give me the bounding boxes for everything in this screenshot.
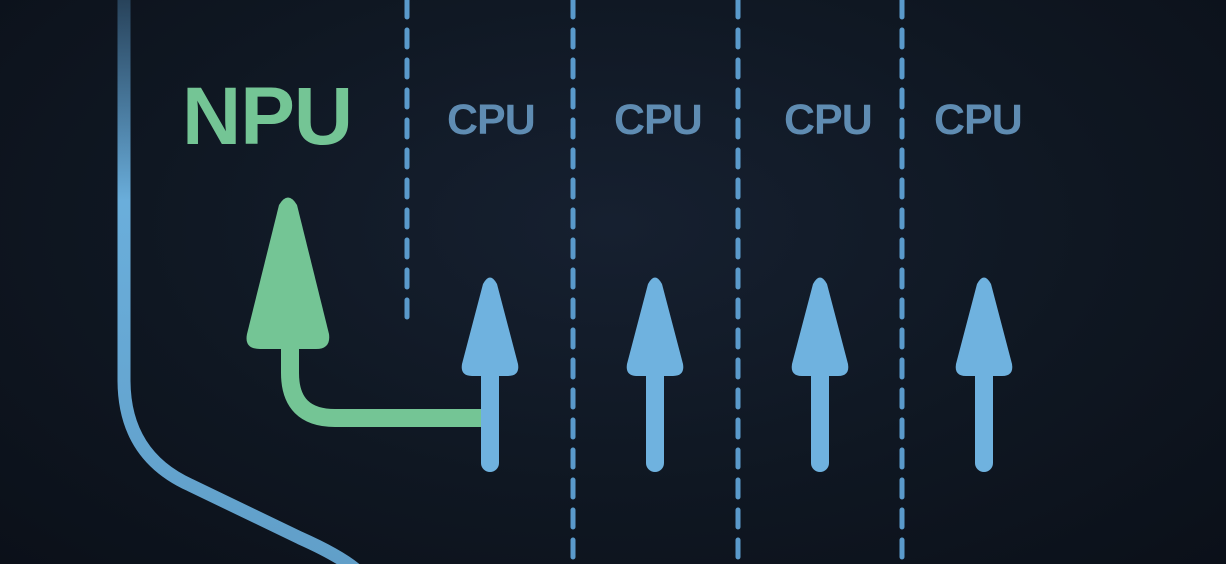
cpu-arrow-1 [461,277,519,472]
cpu-label-4: CPU [934,96,1023,144]
npu-arrow-head [246,197,330,349]
cpu-arrow-1-head [461,277,519,376]
cpu-label-3: CPU [784,96,873,144]
cpu-label-2: CPU [614,96,703,144]
cpu-arrow-2 [626,277,684,472]
cpu-arrow-4 [955,277,1013,472]
cpu-label-1: CPU [447,96,536,144]
cpu-arrow-3-head [791,277,849,376]
npu-label: NPU [182,71,353,162]
left-chip-border [117,0,360,564]
cpu-arrow-3 [791,277,849,472]
npu-route-line [281,322,488,427]
cpu-arrow-2-head [626,277,684,376]
cpu-arrow-4-head [955,277,1013,376]
